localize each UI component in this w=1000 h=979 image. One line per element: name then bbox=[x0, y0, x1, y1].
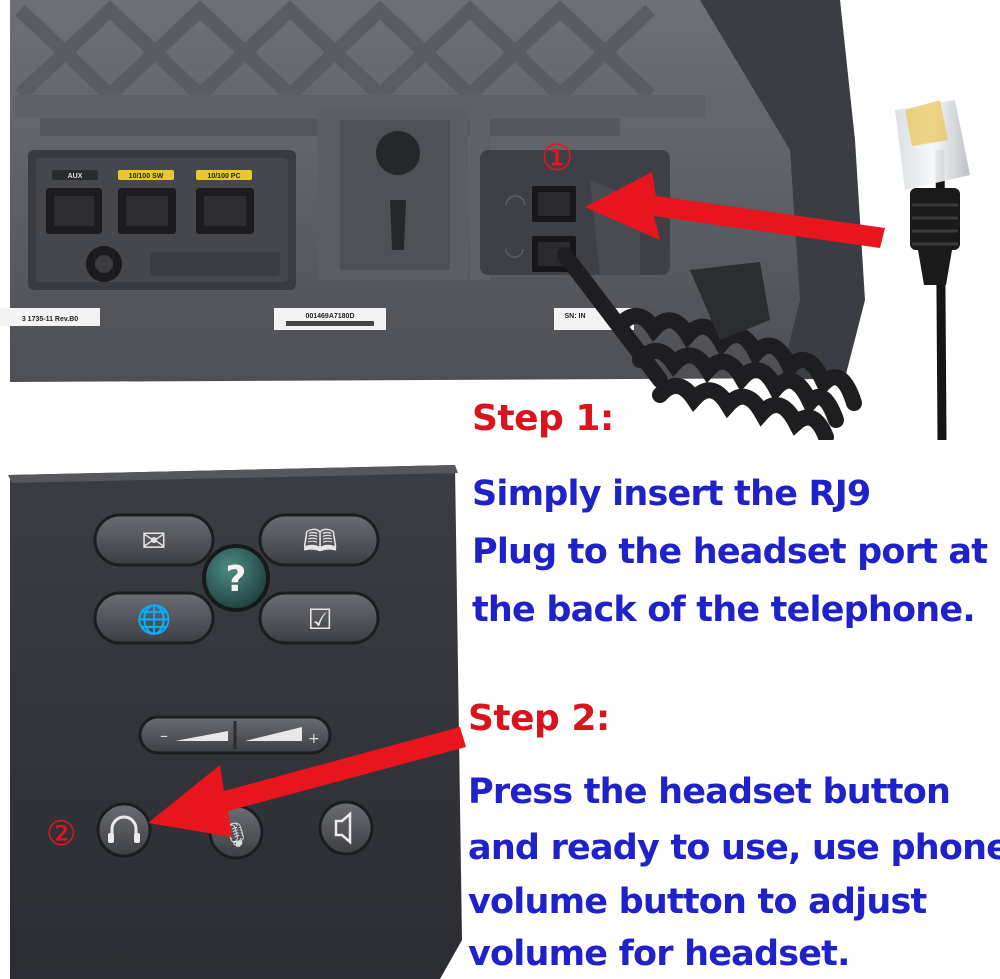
rj9-headset-plug bbox=[895, 100, 970, 440]
step2-line-2: and ready to use, use phone bbox=[468, 828, 1000, 868]
question-icon: ? bbox=[226, 559, 247, 600]
services-button[interactable]: 🌐 bbox=[93, 591, 215, 645]
rib-lattice bbox=[15, 0, 655, 105]
step1-line-2: Plug to the headset port at bbox=[472, 532, 988, 572]
headset-port-icon: ◠ bbox=[504, 189, 527, 219]
svg-text:001469A7180D: 001469A7180D bbox=[305, 313, 354, 320]
step2-arrow bbox=[148, 727, 466, 837]
step1-line-3: the back of the telephone. bbox=[472, 590, 976, 630]
step1-title: Step 1: bbox=[472, 398, 614, 439]
step1-arrow bbox=[585, 172, 885, 248]
checklist-icon: ☑ bbox=[307, 603, 332, 636]
settings-button[interactable]: ☑ bbox=[258, 591, 380, 645]
headset-port[interactable] bbox=[532, 186, 576, 222]
mac-sticker: 001469A7180D bbox=[274, 308, 386, 330]
coiled-handset-cord bbox=[557, 247, 862, 440]
speaker-button[interactable] bbox=[318, 800, 374, 856]
keyhole-mount bbox=[376, 131, 421, 250]
step2-line-4: volume for headset. bbox=[468, 934, 850, 974]
speaker-icon bbox=[334, 811, 352, 845]
sw-port[interactable] bbox=[118, 188, 176, 234]
step2-line-3: volume button to adjust bbox=[468, 882, 927, 922]
handset-port-icon: ◡ bbox=[504, 233, 525, 261]
book-icon: 🕮 bbox=[302, 524, 337, 559]
step1-line-1: Simply insert the RJ9 bbox=[472, 474, 871, 514]
step2-title: Step 2: bbox=[468, 698, 610, 739]
phone-keypad-photo: ✉ 🕮 🌐 ☑ ? – + 🎙 ② bbox=[8, 465, 466, 979]
envelope-icon: ✉ bbox=[141, 524, 166, 559]
step2-marker: ② bbox=[46, 814, 76, 854]
volume-rocker[interactable]: – + bbox=[138, 715, 332, 755]
help-button[interactable]: ? bbox=[202, 544, 270, 612]
volume-up-icon: + bbox=[308, 731, 320, 747]
volume-down-icon: – bbox=[160, 726, 168, 745]
directories-button[interactable]: 🕮 bbox=[258, 513, 380, 567]
sw-port-label: 10/100 SW bbox=[129, 173, 164, 180]
step1-marker: ① bbox=[541, 138, 573, 179]
aux-port-label: AUX bbox=[68, 173, 83, 180]
svg-text:3 1735-11 Rev.B0: 3 1735-11 Rev.B0 bbox=[22, 316, 78, 323]
headset-button[interactable] bbox=[96, 802, 152, 858]
headset-icon bbox=[110, 815, 138, 837]
step2-line-1: Press the headset button bbox=[468, 772, 951, 812]
power-jack[interactable] bbox=[86, 246, 122, 282]
svg-text:SN: IN: SN: IN bbox=[565, 313, 586, 320]
messages-button[interactable]: ✉ bbox=[93, 513, 215, 567]
phone-back-photo: AUX 10/100 SW 10/100 PC ◠ ◡ bbox=[0, 0, 970, 440]
pc-port-label: 10/100 PC bbox=[207, 173, 240, 180]
globe-icon: 🌐 bbox=[137, 603, 172, 636]
pc-port[interactable] bbox=[196, 188, 254, 234]
rev-sticker: 3 1735-11 Rev.B0 bbox=[0, 308, 100, 326]
aux-port[interactable] bbox=[46, 188, 102, 234]
